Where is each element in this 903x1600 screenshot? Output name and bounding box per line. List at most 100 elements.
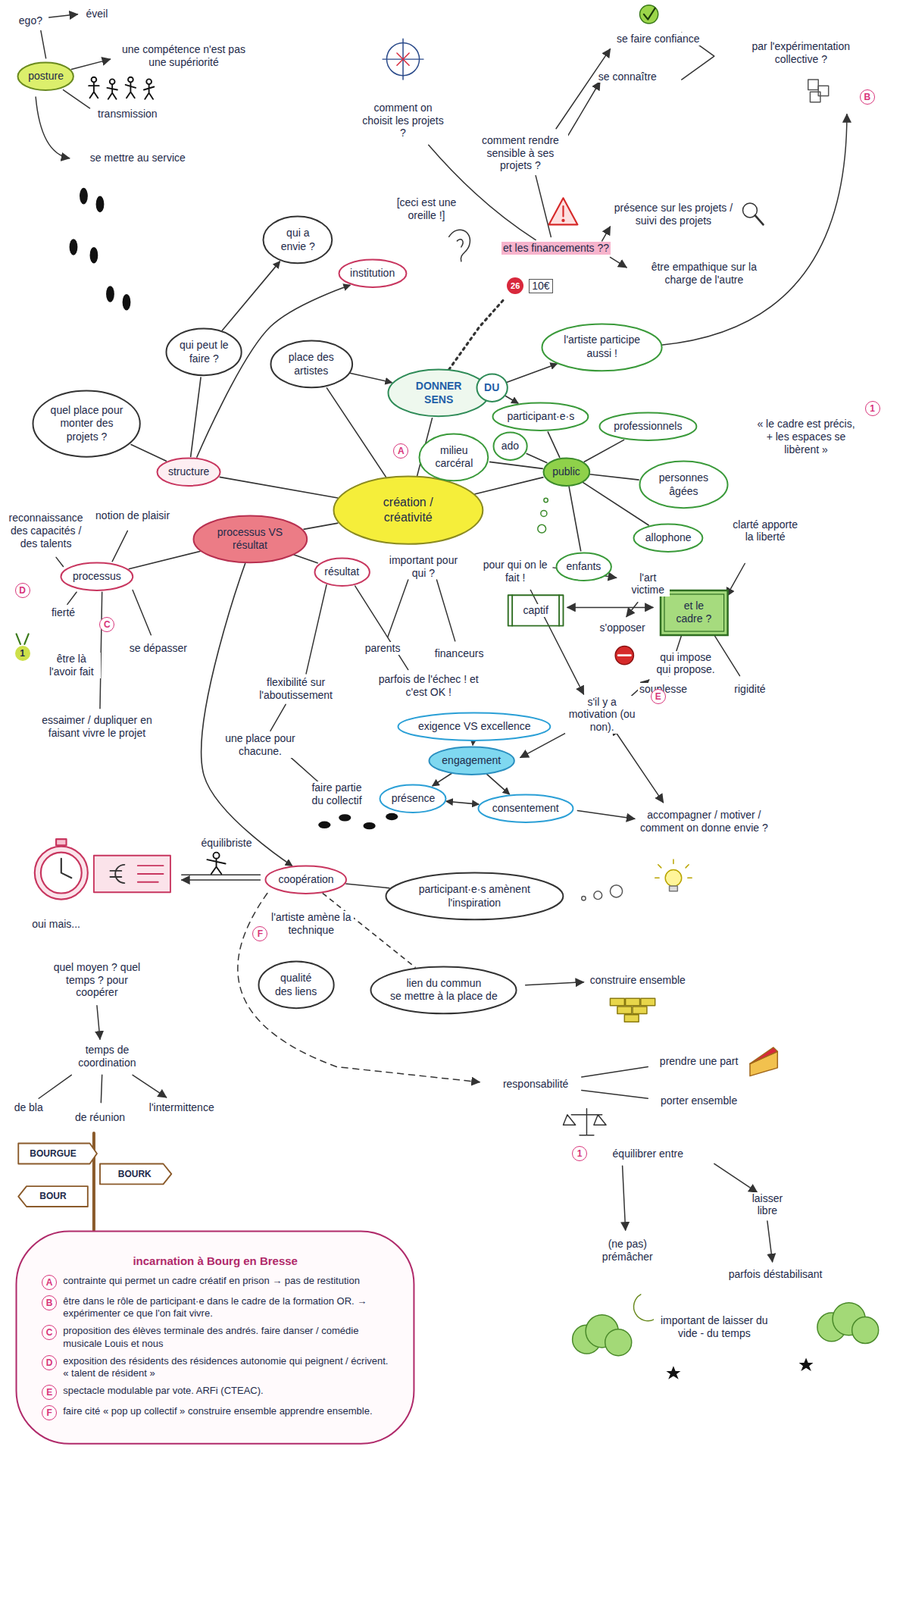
stars xyxy=(666,1356,814,1378)
connector xyxy=(486,773,510,794)
clouds xyxy=(572,1302,879,1356)
example-row: Cproposition des élèves terminale des an… xyxy=(41,1324,389,1350)
ellipse-shape xyxy=(428,746,514,774)
highlighted-note: et les financements ?? xyxy=(501,241,611,255)
note-text: équilibrer entre xyxy=(611,1146,685,1160)
node-text: l'artiste participe aussi ! xyxy=(558,333,645,360)
leader-arrow xyxy=(602,226,611,241)
leader-line xyxy=(714,634,741,676)
connector xyxy=(326,387,387,478)
node-text-block: consentement xyxy=(492,801,560,816)
ellipse-shape xyxy=(385,872,563,920)
ellipse-node: présence xyxy=(378,783,447,813)
example-row: Espectacle modulable par vote. ARFi (CTE… xyxy=(41,1384,389,1400)
blob-title: incarnation à Bourg en Bresse xyxy=(41,1253,389,1269)
moon-icon xyxy=(634,1293,656,1321)
ellipse-shape xyxy=(258,961,334,1009)
connector xyxy=(568,485,582,551)
bricks-icon xyxy=(640,997,656,1005)
connector xyxy=(589,474,639,480)
leader-line xyxy=(270,703,286,731)
node-text-block: participant·e·s xyxy=(506,409,575,424)
leader-arrow xyxy=(35,14,847,1262)
leader-line xyxy=(112,530,128,561)
cage-bars xyxy=(508,594,564,625)
connector xyxy=(303,522,339,529)
compass-icon xyxy=(382,38,424,80)
ellipse-shape xyxy=(639,461,728,509)
note-text: être empathique sur la charge de l'autre xyxy=(641,260,768,287)
people-pictogram xyxy=(146,78,152,85)
leader-line xyxy=(100,1074,102,1102)
minus-sign xyxy=(618,653,631,657)
footprints xyxy=(69,238,79,256)
frame-outer xyxy=(660,590,729,635)
node-text-block: engagement xyxy=(441,753,501,768)
node-text-block: qui a envie ? xyxy=(274,226,322,254)
footprints xyxy=(362,821,375,829)
people-pictogram xyxy=(125,82,136,98)
idea-bubbles xyxy=(609,884,622,897)
example-text: contrainte qui permet un cadre créatif e… xyxy=(62,1274,389,1287)
node-text-block: processus VS résultat xyxy=(209,525,291,553)
bricks-icon xyxy=(625,997,641,1005)
ellipse-shape xyxy=(543,457,590,485)
ellipse-shape xyxy=(166,328,242,376)
scales-icon xyxy=(562,1114,607,1125)
sketch-illustration xyxy=(16,5,879,1379)
note-text: comment rendre sensible à ses projets ? xyxy=(472,134,568,172)
warning-icon xyxy=(562,219,564,222)
node-text: engagement xyxy=(441,753,501,768)
note-text: équilibriste xyxy=(199,836,254,850)
note-text: responsabilité xyxy=(501,1077,570,1091)
node-text: place des artistes xyxy=(283,350,340,378)
bricks-icon xyxy=(632,1006,647,1013)
note-text: prendre une part xyxy=(658,1054,741,1068)
clock-icon xyxy=(34,846,88,900)
node-text-block: et le cadre ? xyxy=(671,599,718,626)
connector xyxy=(130,443,166,461)
lightbulb-icon xyxy=(655,859,692,891)
lightbulb-icon xyxy=(655,859,692,878)
footprints xyxy=(122,293,132,311)
callout-letter: A xyxy=(393,443,409,459)
leader-line xyxy=(67,591,77,604)
leader-line xyxy=(306,584,327,674)
ellipse-node: milieu carcéral xyxy=(418,432,490,482)
note-text: par l'expérimentation collective ? xyxy=(737,40,864,66)
price-badge: 26 xyxy=(506,277,524,294)
note-text: qui impose qui propose. xyxy=(653,650,719,677)
note-text: une place pour chacune. xyxy=(222,731,297,758)
ellipse-node: posture xyxy=(16,61,75,91)
leader-line xyxy=(290,756,319,782)
public-dots xyxy=(537,497,548,533)
node-text: processus VS résultat xyxy=(209,525,291,553)
node-text: DONNER SENS xyxy=(403,379,475,407)
node-text: lien du commun xyxy=(390,976,498,991)
ellipse-shape xyxy=(61,562,134,591)
people-pictogram xyxy=(88,82,99,98)
node-text: posture xyxy=(28,69,64,84)
stars xyxy=(799,1356,814,1371)
lightbulb-icon xyxy=(665,869,682,887)
minus-sign xyxy=(615,646,634,665)
connector xyxy=(293,554,319,563)
lightbulb-icon xyxy=(669,885,679,891)
leader-arrow xyxy=(567,606,654,608)
leader-arrow xyxy=(577,809,635,819)
callout-letter: D xyxy=(41,1354,57,1370)
node-text-block: public xyxy=(552,465,581,479)
stars xyxy=(666,1365,682,1379)
banknote-icon xyxy=(137,865,164,882)
cheese-icon xyxy=(749,1046,778,1076)
connector xyxy=(219,476,338,498)
node-text: qualité des liens xyxy=(270,971,322,998)
ellipse-shape xyxy=(371,966,517,1014)
connector xyxy=(128,550,201,569)
people-pictogram xyxy=(106,84,117,100)
node-text: DU xyxy=(484,381,500,395)
leader-line xyxy=(355,585,409,669)
ellipse-shape xyxy=(556,552,611,580)
ellipse-node: participant·e·s xyxy=(491,401,590,432)
note-text: important pour qui ? xyxy=(386,553,461,580)
